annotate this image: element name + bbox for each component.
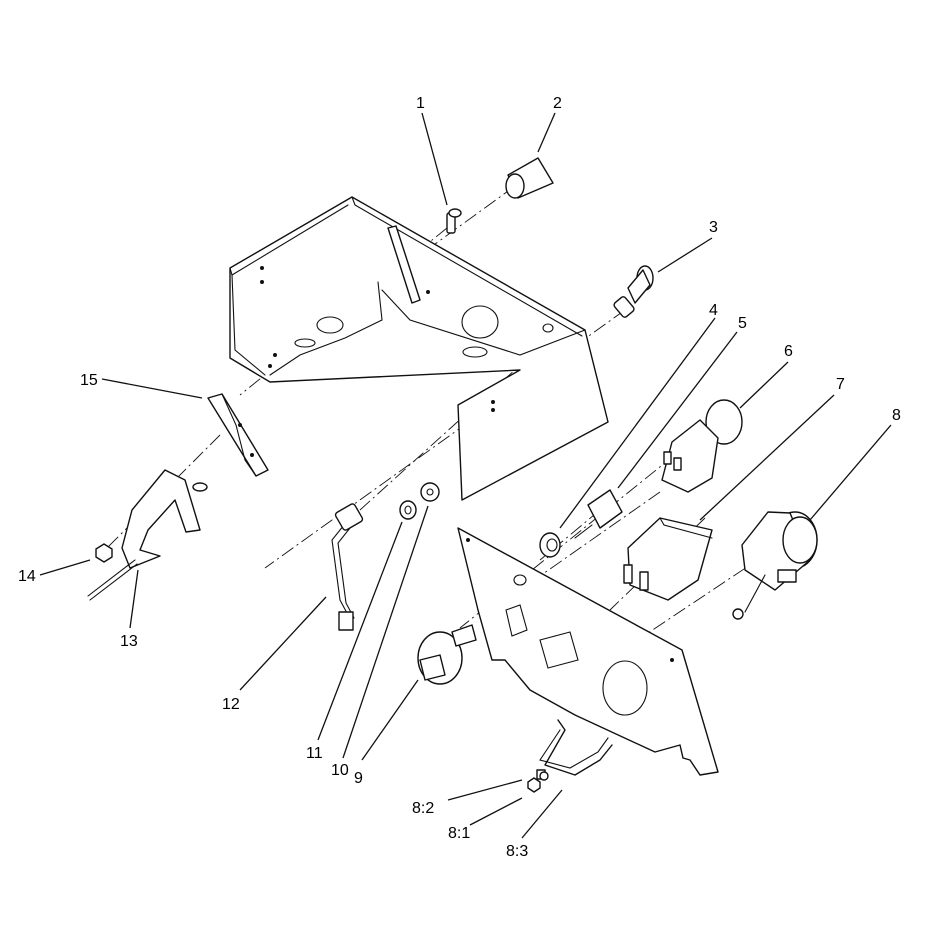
main-bracket (229, 196, 609, 501)
callout-2: 2 (553, 95, 562, 112)
part-3-plunger (613, 265, 654, 318)
callout-3: 3 (709, 219, 718, 236)
callout-13: 13 (120, 633, 138, 650)
callout-6: 6 (784, 343, 793, 360)
front-panel (457, 527, 719, 776)
part-14-nut (95, 543, 113, 563)
callout-12: 12 (222, 696, 240, 713)
callout-9: 9 (354, 770, 363, 787)
callout-8-2: 8:2 (412, 800, 434, 817)
part-5-key (574, 489, 623, 539)
callout-5: 5 (738, 315, 747, 332)
part-4-grommet (539, 532, 561, 558)
callout-15: 15 (80, 372, 98, 389)
leader-lines (39, 112, 892, 839)
callout-labels: 1 2 3 4 5 6 7 8 15 14 13 12 11 10 9 8:2 … (18, 95, 901, 860)
callout-11: 11 (306, 745, 323, 762)
part-2-knob (505, 157, 554, 199)
callout-7: 7 (836, 376, 845, 393)
callout-14: 14 (18, 568, 36, 585)
part-13-bracket (87, 469, 208, 601)
part-9-key-switch (417, 624, 477, 685)
part-10-washer (420, 482, 440, 502)
part-8-gauge (732, 511, 818, 620)
part-1-screw (446, 208, 462, 234)
part-6-switch (661, 399, 743, 493)
part-12-harness (331, 503, 364, 631)
callout-10: 10 (331, 762, 349, 779)
callout-8-1: 8:1 (448, 825, 470, 842)
callout-1: 1 (416, 95, 425, 112)
callout-4: 4 (709, 302, 718, 319)
part-8-1-nut (527, 777, 541, 793)
callout-8: 8 (892, 407, 901, 424)
callout-8-3: 8:3 (506, 843, 528, 860)
part-11-nut (399, 500, 417, 520)
part-15-plate (207, 393, 269, 477)
part-8-2-washer (539, 771, 549, 781)
part-7-rocker-switch (623, 517, 713, 601)
part-8-3-bracket (536, 719, 613, 780)
